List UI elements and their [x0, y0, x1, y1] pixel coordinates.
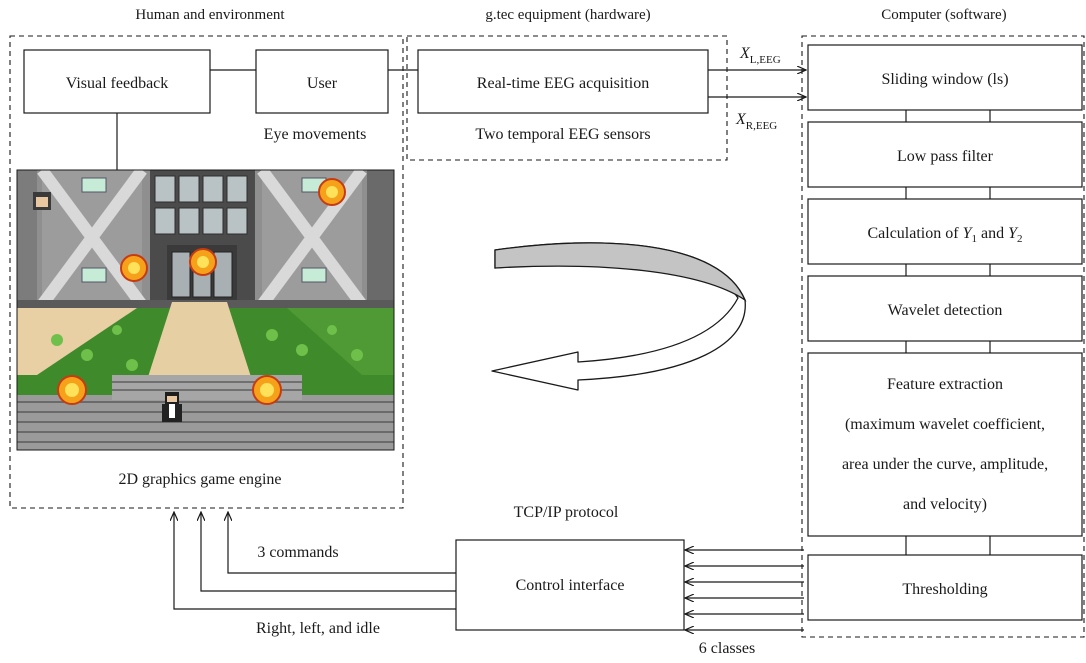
sliding-window-box	[807, 44, 1083, 111]
hardware-group	[406, 35, 728, 161]
user-label: User	[307, 75, 338, 92]
feature-extraction-line-2: area under the curve, amplitude,	[842, 456, 1048, 473]
tcp-ip-protocol-label: TCP/IP protocol	[514, 504, 619, 521]
command-arrow-3	[174, 512, 456, 610]
command-arrow-1	[228, 512, 456, 574]
visual-feedback-label: Visual feedback	[66, 75, 169, 92]
thresholding-box	[807, 554, 1083, 621]
six-classes-label: 6 classes	[699, 640, 755, 657]
user-box	[255, 49, 389, 114]
thresholding-label: Thresholding	[902, 581, 987, 598]
low-pass-filter-label: Low pass filter	[897, 148, 994, 165]
header-hardware: g.tec equipment (hardware)	[485, 7, 650, 23]
right-eeg-signal-label: XR,EEG	[735, 111, 777, 132]
control-interface-box	[455, 539, 685, 631]
command-arrow-2	[201, 512, 456, 592]
calculation-box	[807, 198, 1083, 265]
header-software: Computer (software)	[881, 7, 1006, 23]
eeg-acquisition-label: Real-time EEG acquisition	[477, 75, 649, 92]
human-environment-group	[9, 35, 404, 509]
wavelet-detection-label: Wavelet detection	[888, 302, 1003, 319]
sliding-window-label: Sliding window (ls)	[881, 71, 1008, 88]
curved-arrow-shade	[494, 242, 747, 302]
eeg-acquisition-box	[417, 49, 709, 114]
game-engine-label: 2D graphics game engine	[118, 471, 281, 488]
wavelet-detection-box	[807, 275, 1083, 342]
pipeline-connectors	[905, 110, 991, 555]
feature-extraction-line-3: and velocity)	[903, 496, 987, 513]
header-human-environment: Human and environment	[135, 7, 285, 23]
feature-extraction-title: Feature extraction	[887, 376, 1003, 393]
control-interface-label: Control interface	[516, 577, 625, 594]
eye-movements-label: Eye movements	[264, 126, 367, 143]
eeg-sensors-label: Two temporal EEG sensors	[475, 126, 650, 143]
right-left-idle-label: Right, left, and idle	[256, 620, 380, 637]
three-commands-label: 3 commands	[257, 544, 338, 561]
feature-extraction-box	[807, 352, 1083, 537]
calculation-label: Calculation of Y1 and Y2	[867, 225, 1022, 245]
class-arrows	[685, 550, 804, 630]
left-eeg-signal-label: XL,EEG	[739, 45, 781, 66]
feature-extraction-line-1: (maximum wavelet coefficient,	[845, 416, 1045, 433]
low-pass-filter-box	[807, 121, 1083, 188]
game-screenshot	[16, 169, 395, 451]
